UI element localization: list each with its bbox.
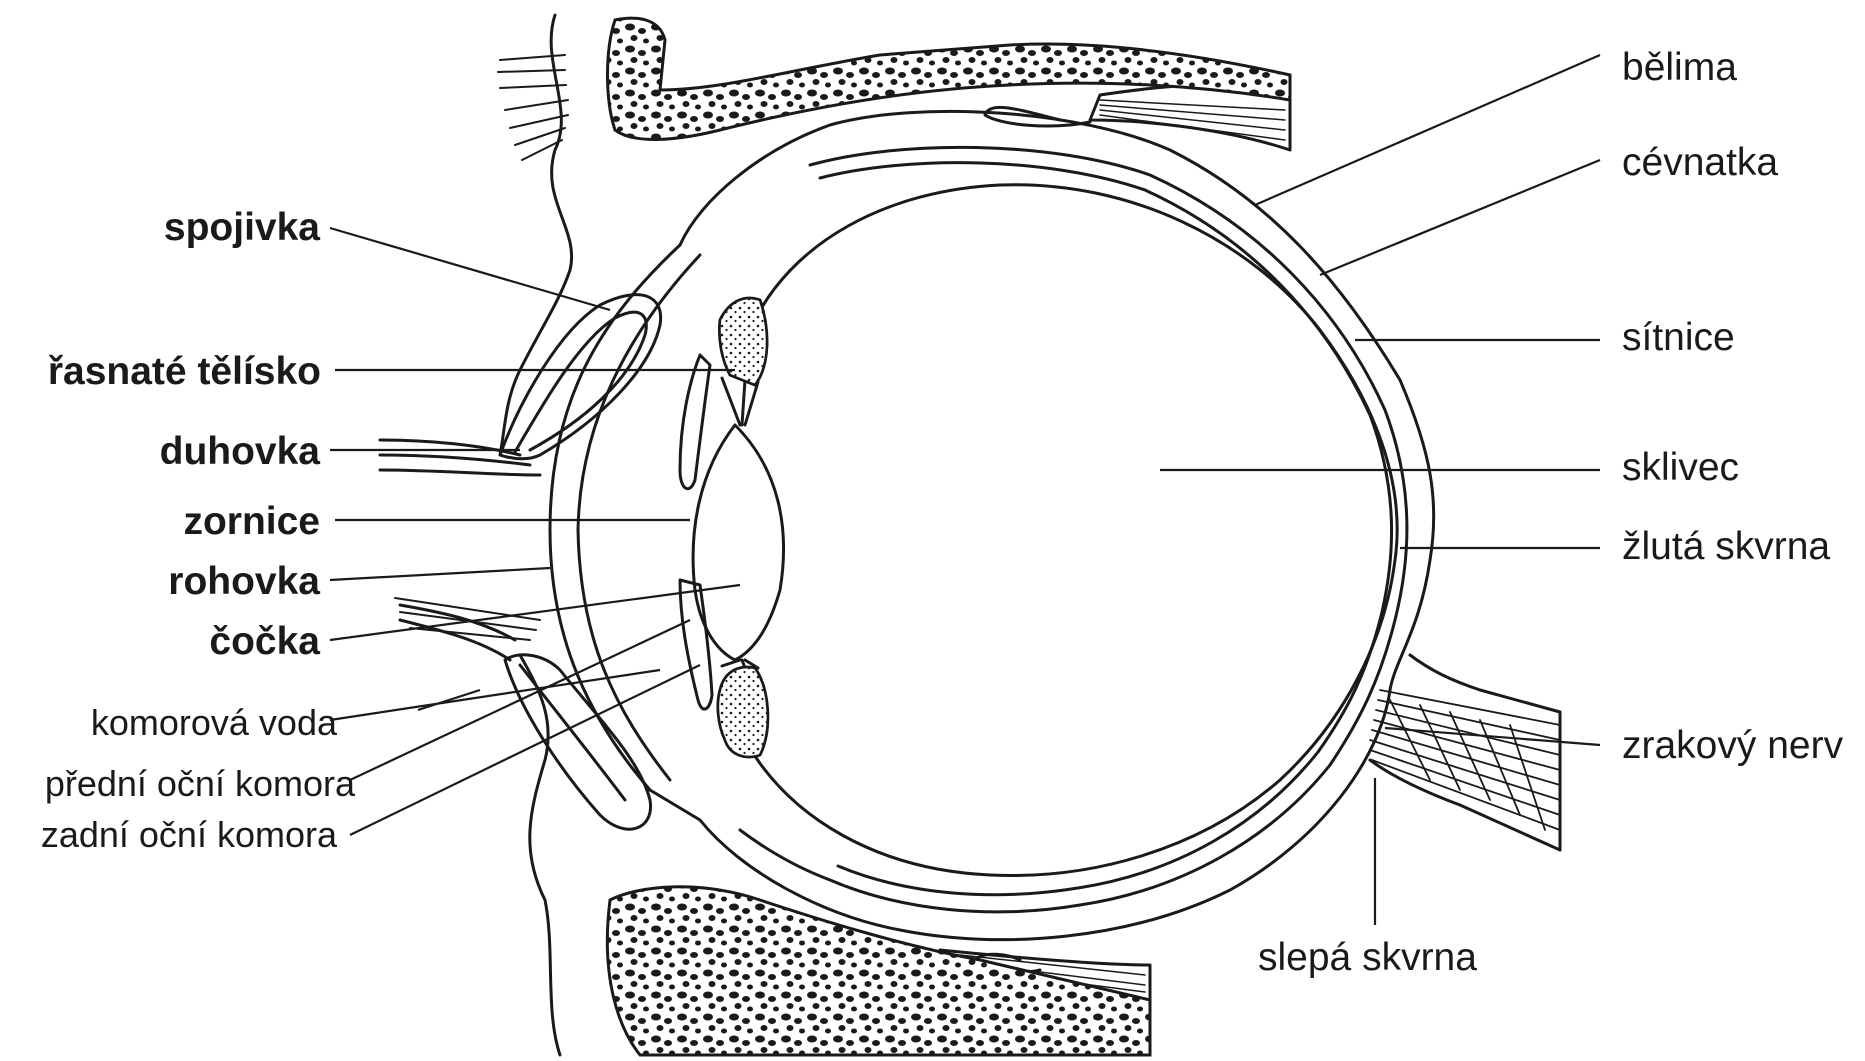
label-cevnatka: cévnatka xyxy=(1622,143,1778,182)
ciliary-upper-fill xyxy=(719,298,766,385)
retina xyxy=(820,163,1392,895)
orbital-bone-upper xyxy=(608,18,1291,139)
optic-nerve-top xyxy=(1410,655,1560,712)
eyelashes xyxy=(395,55,568,640)
label-komorova-voda: komorová voda xyxy=(91,705,337,741)
label-belima: bělima xyxy=(1622,48,1737,87)
label-duhovka: duhovka xyxy=(160,432,320,471)
label-cocka: čočka xyxy=(209,622,320,661)
sclera-outer xyxy=(650,111,1434,939)
choroid xyxy=(740,147,1407,912)
label-predni-ocni-komora: přední oční komora xyxy=(45,766,355,802)
skin-profile-lower xyxy=(520,655,560,1055)
lower-eyelid xyxy=(505,655,651,829)
label-zadni-ocni-komora: zadní oční komora xyxy=(41,817,337,853)
label-rasnate-telisko: řasnaté tělísko xyxy=(48,352,321,391)
iris-upper xyxy=(680,355,710,489)
skin-profile xyxy=(500,15,572,455)
label-spojivka: spojivka xyxy=(164,208,320,247)
label-sklivec: sklivec xyxy=(1622,448,1739,487)
label-zluta-skvrna: žlutá skvrna xyxy=(1622,527,1830,566)
orbital-bone-lower xyxy=(607,887,1150,1055)
optic-nerve-fibers xyxy=(1370,690,1560,830)
label-zrakovy-nerv: zrakový nerv xyxy=(1622,726,1843,765)
label-rohovka: rohovka xyxy=(168,562,320,601)
label-zornice: zornice xyxy=(183,502,320,541)
label-sitnice: sítnice xyxy=(1622,318,1735,357)
leader-lines xyxy=(330,55,1600,925)
ciliary-lower-fill xyxy=(718,667,768,757)
label-slepa-skvrna: slepá skvrna xyxy=(1258,938,1477,977)
